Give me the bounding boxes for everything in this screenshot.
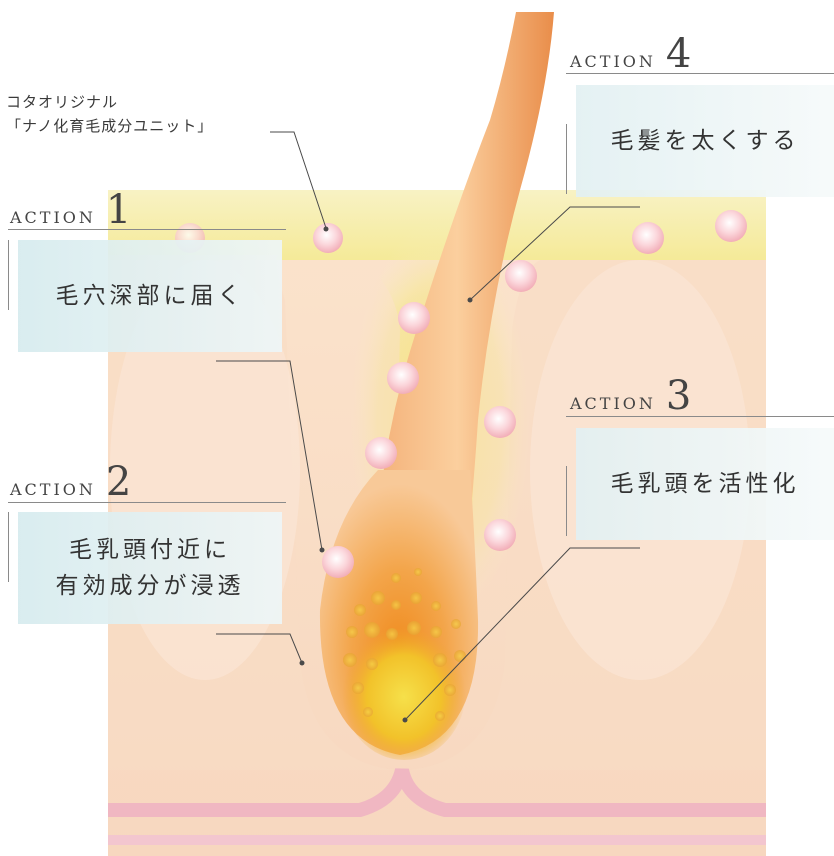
nano-particle [387, 362, 419, 394]
action-1-text: 毛穴深部に届く [56, 278, 245, 314]
action-3-text: 毛乳頭を活性化 [611, 466, 800, 502]
nano-particle [484, 519, 516, 551]
action-1-rule [8, 229, 286, 230]
note-line-2: 「ナノ化育毛成分ユニット」 [6, 114, 213, 138]
action-2-heading: ACTION 2 [10, 462, 131, 502]
nano-particle [484, 406, 516, 438]
action-4-rule [566, 73, 834, 74]
action-3-rule [566, 416, 834, 417]
nano-particle [715, 210, 747, 242]
action-2-box: 毛乳頭付近に 有効成分が浸透 [18, 512, 282, 624]
action-2-text-line-1: 毛乳頭付近に [69, 532, 231, 568]
nano-particle [365, 437, 397, 469]
nano-particle [398, 302, 430, 334]
action-number: 4 [666, 34, 691, 74]
action-number: 1 [106, 190, 131, 230]
action-2-tick [8, 512, 9, 582]
action-4-heading: ACTION 4 [570, 34, 691, 74]
nano-unit-note: コタオリジナル 「ナノ化育毛成分ユニット」 [6, 90, 213, 138]
action-word: ACTION [570, 52, 656, 71]
note-line-1: コタオリジナル [6, 90, 213, 114]
action-4-box: 毛髪を太くする [576, 85, 834, 197]
action-word: ACTION [10, 480, 96, 499]
action-2-text-line-2: 有効成分が浸透 [56, 568, 245, 604]
action-2-rule [8, 502, 286, 503]
action-word: ACTION [10, 208, 96, 227]
action-4-text: 毛髪を太くする [611, 123, 800, 159]
action-number: 2 [106, 462, 131, 502]
action-3-box: 毛乳頭を活性化 [576, 428, 834, 540]
action-3-tick [566, 466, 567, 536]
action-1-tick [8, 240, 9, 310]
action-4-tick [566, 124, 567, 194]
nano-particle [322, 546, 354, 578]
action-1-heading: ACTION 1 [10, 190, 131, 230]
action-number: 3 [666, 376, 691, 416]
nano-particle [505, 260, 537, 292]
action-3-heading: ACTION 3 [570, 376, 691, 416]
action-word: ACTION [570, 394, 656, 413]
action-1-box: 毛穴深部に届く [18, 240, 282, 352]
nano-particle [632, 222, 664, 254]
